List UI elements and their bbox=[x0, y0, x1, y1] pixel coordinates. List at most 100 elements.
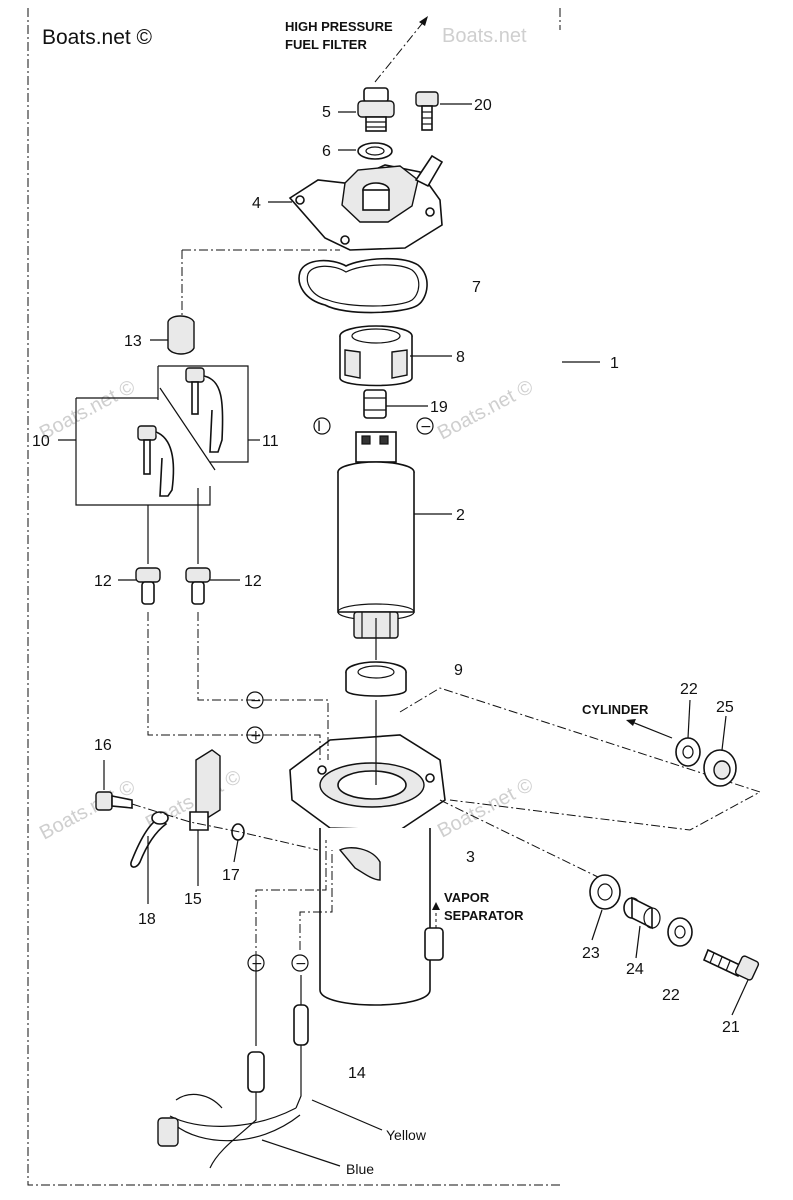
polarity-plus-marker-pump bbox=[313, 417, 331, 435]
callout-16: 16 bbox=[94, 737, 112, 754]
wire-label-yellow: Yellow bbox=[386, 1127, 427, 1143]
wire-route-left bbox=[255, 840, 327, 960]
part-7-gasket-inner bbox=[306, 264, 420, 307]
part-11-group-frame bbox=[158, 365, 249, 463]
callout-22-top: 22 bbox=[680, 681, 698, 698]
leader-22-top bbox=[687, 699, 691, 739]
callout-3: 3 bbox=[466, 849, 475, 866]
part-10-terminal bbox=[137, 425, 175, 497]
high-pressure-caption-line1: HIGH PRESSURE bbox=[285, 19, 393, 34]
part-8-nut bbox=[339, 325, 413, 387]
watermark-top-right: Boats.net bbox=[442, 25, 527, 47]
part-2-fuel-pump bbox=[337, 431, 415, 639]
cylinder-caption: CYLINDER bbox=[582, 702, 649, 717]
part-14-wire-harness bbox=[157, 975, 309, 1169]
part-24-collar bbox=[623, 896, 661, 930]
callout-14: 14 bbox=[348, 1065, 366, 1082]
callout-20: 20 bbox=[474, 97, 492, 114]
callout-15: 15 bbox=[184, 891, 202, 908]
part-10-group-frame bbox=[75, 398, 211, 506]
callout-12-right: 12 bbox=[244, 573, 262, 590]
part-19-connector bbox=[363, 389, 387, 419]
callout-4: 4 bbox=[252, 195, 261, 212]
part-11-terminal bbox=[185, 367, 224, 453]
watermark-top-left: Boats.net © bbox=[42, 26, 153, 49]
leader-13-to-cover bbox=[181, 249, 340, 315]
watermark-mid-left: Boats.net © bbox=[36, 376, 139, 445]
watermark-mid-right: Boats.net © bbox=[434, 376, 537, 445]
callout-2: 2 bbox=[456, 507, 465, 524]
polarity-minus-label-right: − bbox=[295, 956, 307, 972]
callout-13: 13 bbox=[124, 333, 142, 350]
part-16-bolt bbox=[95, 791, 133, 811]
leader-17 bbox=[233, 839, 239, 863]
part-23-grommet-hole bbox=[597, 883, 613, 901]
yellow-leader bbox=[311, 1099, 383, 1131]
callout-22-bottom: 22 bbox=[662, 987, 680, 1004]
leader-25 bbox=[721, 715, 727, 751]
watermark-low-left: Boats.net © bbox=[36, 776, 139, 845]
part-7-gasket bbox=[298, 257, 428, 314]
part-12-connector-left bbox=[135, 567, 161, 605]
part-12-connector-right bbox=[185, 567, 211, 605]
callout-11: 11 bbox=[262, 433, 279, 450]
cylinder-arrow bbox=[631, 721, 673, 739]
part-22-washer-bottom-hole bbox=[674, 925, 686, 939]
part-20-bolt bbox=[415, 91, 439, 131]
callout-24: 24 bbox=[626, 961, 644, 978]
part-3-pump-housing bbox=[289, 734, 446, 1006]
part-22-washer-bottom bbox=[667, 917, 693, 947]
polarity-plus-marker-wire bbox=[246, 726, 264, 744]
callout-19: 19 bbox=[430, 399, 448, 416]
callout-7: 7 bbox=[472, 279, 481, 296]
leader-16-to-housing bbox=[131, 803, 319, 851]
callout-1: 1 bbox=[610, 355, 619, 372]
part-22-washer-top-hole bbox=[682, 745, 694, 759]
leader-23 bbox=[591, 909, 603, 941]
part-21-bolt bbox=[702, 948, 760, 981]
part-6-o-ring bbox=[357, 142, 393, 160]
leader-24 bbox=[635, 925, 641, 959]
assembly-frame bbox=[27, 8, 561, 1186]
part-5-fitting bbox=[357, 87, 395, 132]
callout-9: 9 bbox=[454, 662, 463, 679]
part-4-pump-cover bbox=[288, 154, 444, 251]
part-6-o-ring-inner bbox=[365, 146, 385, 156]
leader-21 bbox=[731, 979, 749, 1016]
vapor-caption-line1: VAPOR bbox=[444, 890, 490, 905]
polarity-minus-marker-wire bbox=[246, 691, 264, 709]
part-18-ring-terminal bbox=[151, 811, 169, 825]
callout-23: 23 bbox=[582, 945, 600, 962]
polarity-minus-label-pump: − bbox=[420, 419, 432, 435]
polarity-minus-marker-right bbox=[291, 954, 309, 972]
vapor-caption-line2: SEPARATOR bbox=[444, 908, 524, 923]
part-13-cap bbox=[167, 315, 195, 355]
vapor-separator-arrowhead bbox=[432, 902, 440, 910]
polarity-minus-label-left: − bbox=[251, 956, 263, 972]
polarity-minus-marker-pump bbox=[416, 417, 434, 435]
blue-leader bbox=[261, 1139, 341, 1167]
callout-17: 17 bbox=[222, 867, 240, 884]
wire-plus bbox=[147, 612, 321, 760]
high-pressure-caption-line2: FUEL FILTER bbox=[285, 37, 367, 52]
group-divider bbox=[159, 387, 216, 471]
callout-10: 10 bbox=[32, 433, 50, 450]
part-25-grommet-center bbox=[713, 760, 731, 780]
high-pressure-arrow bbox=[374, 19, 426, 83]
part-15-bracket bbox=[189, 749, 221, 831]
part-23-grommet bbox=[589, 874, 621, 910]
callout-6: 6 bbox=[322, 143, 331, 160]
callout-18: 18 bbox=[138, 911, 156, 928]
high-pressure-arrowhead bbox=[419, 16, 428, 26]
callout-8: 8 bbox=[456, 349, 465, 366]
polarity-minus-marker-left bbox=[247, 954, 265, 972]
callout-25: 25 bbox=[716, 699, 734, 716]
part-9-seal bbox=[345, 661, 407, 697]
part-22-washer-top bbox=[675, 737, 701, 767]
callout-21: 21 bbox=[722, 1019, 740, 1036]
callout-5: 5 bbox=[322, 104, 331, 121]
wire-route-right bbox=[299, 850, 333, 950]
leader-to-23 bbox=[439, 799, 601, 879]
wire-label-blue: Blue bbox=[346, 1161, 374, 1177]
